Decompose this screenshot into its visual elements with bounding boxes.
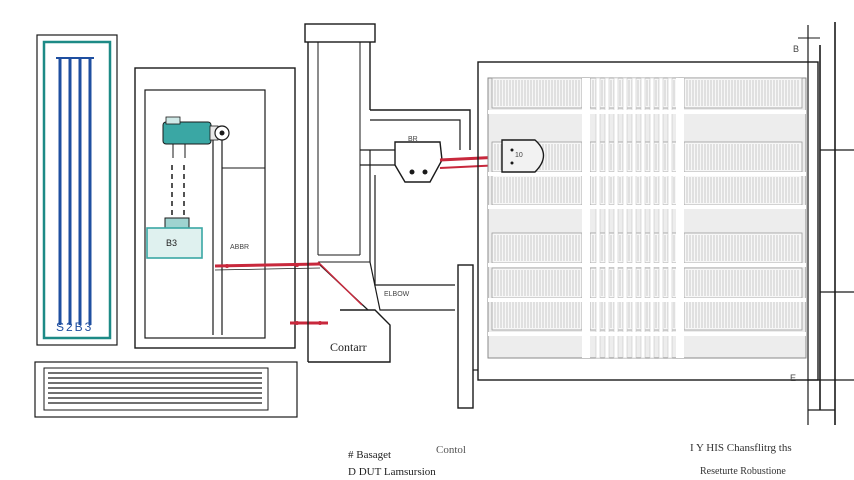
legend-right-line1: I Y HIS Chansflitrg ths bbox=[690, 442, 792, 454]
junction-dot bbox=[318, 321, 322, 325]
separator-nozzle bbox=[510, 161, 514, 165]
grid-tube bbox=[649, 77, 655, 359]
control-cabinet bbox=[134, 67, 296, 349]
controller-label: Contarr bbox=[330, 340, 367, 354]
pump-motor-hub bbox=[219, 130, 225, 136]
legend-left-line1: # Basaget bbox=[348, 449, 392, 461]
grid-tube bbox=[622, 77, 628, 359]
separator-nozzle bbox=[510, 148, 514, 152]
separator-tag: 10 bbox=[515, 152, 523, 159]
controller-box bbox=[308, 261, 391, 363]
pump-cap bbox=[165, 116, 181, 125]
junction-dot bbox=[295, 321, 299, 325]
grid-strip bbox=[488, 172, 806, 176]
vent-grille bbox=[34, 361, 298, 418]
panel-code: S2B3 bbox=[56, 320, 94, 334]
grid-tube bbox=[640, 77, 646, 359]
legend-left-line2: D DUT Lamsursion bbox=[348, 466, 436, 478]
vent-grille-inner bbox=[43, 367, 269, 411]
grid-panel bbox=[683, 77, 803, 109]
grid-tube bbox=[613, 77, 619, 359]
grid-tube bbox=[595, 77, 601, 359]
grid-strip bbox=[488, 298, 806, 302]
grid-strip bbox=[488, 110, 806, 114]
upper-pipe bbox=[370, 119, 461, 150]
upper-pipe bbox=[369, 261, 455, 311]
right-rack bbox=[798, 22, 854, 425]
riser-column bbox=[304, 23, 376, 362]
cabinet-outer bbox=[134, 67, 296, 349]
return-leg bbox=[457, 264, 474, 409]
exchanger-housing bbox=[477, 61, 819, 381]
supply-line bbox=[214, 262, 328, 325]
grid-panel bbox=[683, 299, 803, 331]
grid-divider bbox=[582, 78, 590, 358]
vent-grille-outer bbox=[34, 361, 298, 418]
grid-tube bbox=[667, 77, 673, 359]
coil-frame-inner bbox=[42, 40, 112, 340]
grid-divider bbox=[676, 78, 684, 358]
junction-dot bbox=[295, 263, 299, 267]
sensor-cap bbox=[164, 217, 190, 229]
legend-right-line2: Reseturte Robustione bbox=[700, 466, 786, 477]
grid-panel bbox=[683, 267, 803, 299]
grid-panels bbox=[488, 77, 806, 359]
coil-unit bbox=[36, 34, 118, 346]
outlet-mark-bottom: E bbox=[790, 373, 797, 383]
pump-body bbox=[162, 121, 212, 145]
grid-strip bbox=[488, 332, 806, 336]
controller-diagonal bbox=[317, 261, 363, 306]
heat-exchanger bbox=[457, 61, 819, 409]
valve-body bbox=[394, 141, 443, 183]
grid-strip bbox=[488, 263, 806, 267]
controller-outline bbox=[308, 309, 391, 363]
upper-piping bbox=[360, 109, 503, 311]
valve-port bbox=[422, 169, 428, 175]
outlet-mark-top: B bbox=[793, 44, 800, 54]
line-tag: ELBOW bbox=[384, 291, 410, 298]
column-cap bbox=[304, 23, 376, 43]
grid-tube bbox=[658, 77, 664, 359]
sensor-tank bbox=[146, 227, 203, 259]
junction-dot bbox=[225, 264, 229, 268]
grid-panel bbox=[683, 141, 803, 173]
grid-tube bbox=[604, 77, 610, 359]
upper-pipe bbox=[370, 109, 471, 150]
cabinet-inner bbox=[144, 89, 266, 339]
valve-tag: BR bbox=[408, 136, 418, 143]
valve-port bbox=[409, 169, 415, 175]
supply-pipe-outline bbox=[214, 267, 321, 271]
upper-pipe bbox=[374, 175, 455, 286]
sensor-readout: B3 bbox=[166, 238, 178, 248]
grille-slats bbox=[48, 372, 262, 404]
legend-center: Contol bbox=[436, 444, 466, 456]
supply-pipe bbox=[214, 262, 321, 268]
grid-tube bbox=[631, 77, 637, 359]
coil-frame-outer bbox=[36, 34, 118, 346]
grid-strip bbox=[488, 205, 806, 209]
pipe-tag: ABBR bbox=[230, 244, 250, 251]
